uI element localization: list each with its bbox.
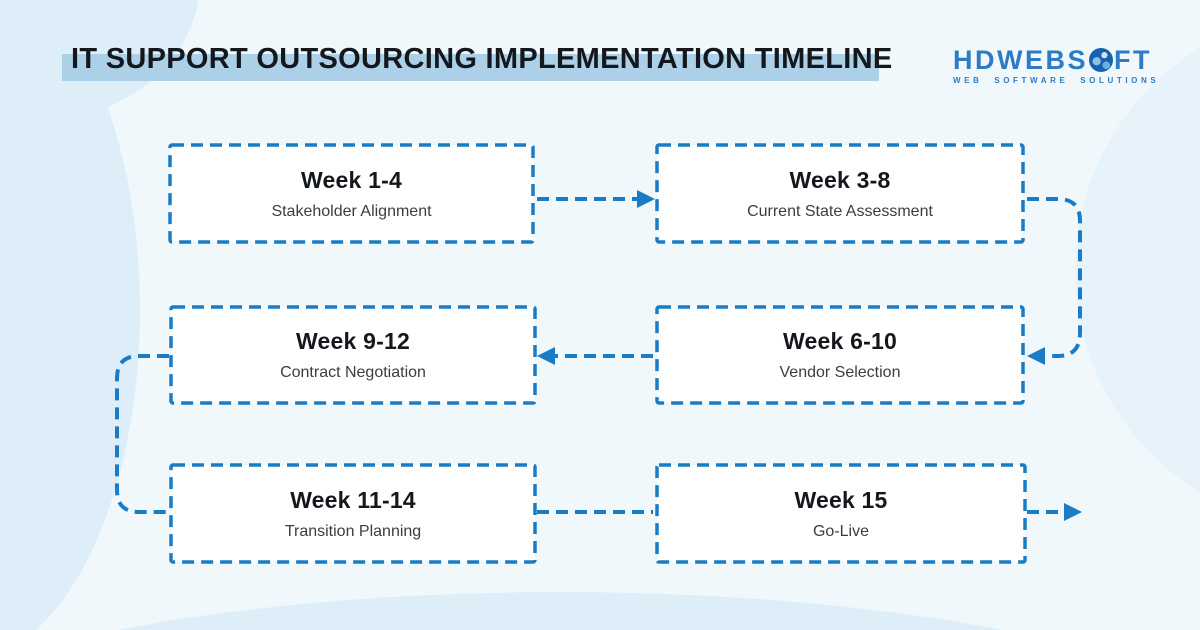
- globe-icon: [1089, 48, 1113, 72]
- arrowhead-step2: [637, 190, 655, 208]
- step-5-label: Transition Planning: [284, 522, 422, 540]
- step-2-label: Current State Assessment: [747, 202, 933, 220]
- connector-step2-to-step4: [1027, 197, 1082, 358]
- logo-tagline: WEB SOFTWARE SOLUTIONS: [953, 76, 1160, 85]
- step-5-box-outline: [169, 463, 537, 564]
- logo-text-left: HDWEBS: [953, 45, 1088, 75]
- step-1-week: Week 1-4: [301, 166, 402, 193]
- step-2-week: Week 3-8: [789, 166, 891, 193]
- hdwebsoft-logo: HDWEBS FT WEB SOFTWARE SOLUTIONS: [953, 45, 1160, 86]
- logo-text-right: FT: [1114, 45, 1152, 75]
- step-1-box: Week 1-4 Stakeholder Alignment: [170, 145, 533, 242]
- step-4-box: Week 6-10 Vendor Selection: [657, 307, 1023, 403]
- step-3-box-outline: [169, 305, 537, 405]
- step-3-box: Week 9-12 Contract Negotiation: [171, 307, 535, 403]
- page-title: IT SUPPORT OUTSOURCING IMPLEMENTATION TI…: [71, 43, 893, 75]
- step-1-box-outline: [168, 143, 535, 244]
- step-6-box: Week 15 Go-Live: [657, 465, 1025, 562]
- step-6-box-outline: [655, 463, 1027, 564]
- arrowhead-exit: [1064, 503, 1082, 521]
- step-4-label: Vendor Selection: [779, 364, 901, 381]
- step-6-label: Go-Live: [812, 522, 870, 540]
- step-2-box-outline: [655, 143, 1025, 244]
- step-1-label: Stakeholder Alignment: [271, 202, 432, 220]
- logo-wordmark: HDWEBS FT: [953, 45, 1153, 75]
- title-highlight-bar: [62, 54, 879, 81]
- step-3-label: Contract Negotiation: [280, 364, 426, 381]
- step-3-week: Week 9-12: [296, 328, 410, 354]
- arrowhead-step4: [1027, 347, 1045, 365]
- step-5-box: Week 11-14 Transition Planning: [171, 465, 535, 562]
- arrowhead-step3: [537, 347, 555, 365]
- step-2-box: Week 3-8 Current State Assessment: [657, 145, 1023, 242]
- step-4-box-outline: [655, 305, 1025, 405]
- connector-step3-to-step5: [115, 354, 169, 514]
- step-6-week: Week 15: [794, 486, 888, 513]
- step-5-week: Week 11-14: [290, 486, 416, 513]
- step-4-week: Week 6-10: [783, 328, 897, 354]
